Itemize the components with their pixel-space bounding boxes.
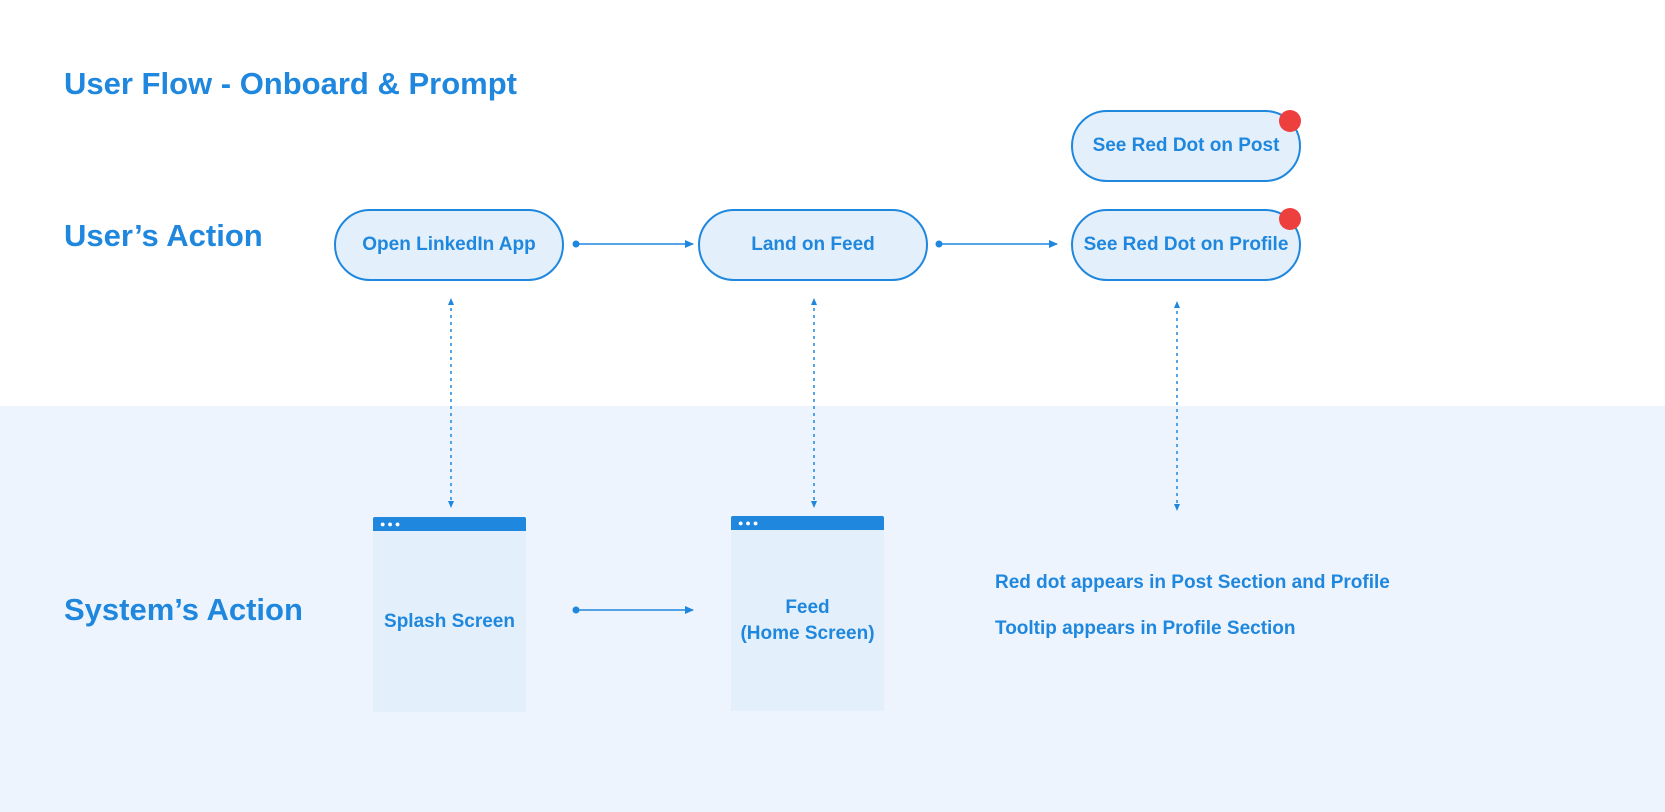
node-open-linkedin-app: Open LinkedIn App (334, 209, 564, 281)
window-title-bar: ●●● (731, 516, 884, 530)
user-lane-label: User’s Action (64, 218, 263, 253)
diagram-title: User Flow - Onboard & Prompt (64, 66, 517, 101)
screen-feed-home: ●●● Feed (Home Screen) (731, 516, 884, 711)
node-label: Land on Feed (751, 234, 875, 255)
system-note-tooltip: Tooltip appears in Profile Section (995, 618, 1296, 639)
red-dot-icon (1279, 208, 1301, 230)
system-note-red-dot: Red dot appears in Post Section and Prof… (995, 572, 1390, 593)
node-land-on-feed: Land on Feed (698, 209, 928, 281)
window-controls-icon: ●●● (738, 518, 761, 528)
window-controls-icon: ●●● (380, 519, 403, 529)
window-title-bar: ●●● (373, 517, 526, 531)
screen-label: Feed (Home Screen) (740, 596, 875, 644)
node-label: Open LinkedIn App (362, 234, 536, 255)
node-label: See Red Dot on Profile (1083, 234, 1289, 255)
node-see-red-dot-on-profile: See Red Dot on Profile (1071, 209, 1301, 281)
screen-label: Splash Screen (384, 610, 515, 632)
screen-splash: ●●● Splash Screen (373, 517, 526, 712)
node-see-red-dot-on-post: See Red Dot on Post (1071, 110, 1301, 182)
node-label: See Red Dot on Post (1092, 135, 1280, 156)
system-lane-label: System’s Action (64, 592, 303, 627)
red-dot-icon (1279, 110, 1301, 132)
